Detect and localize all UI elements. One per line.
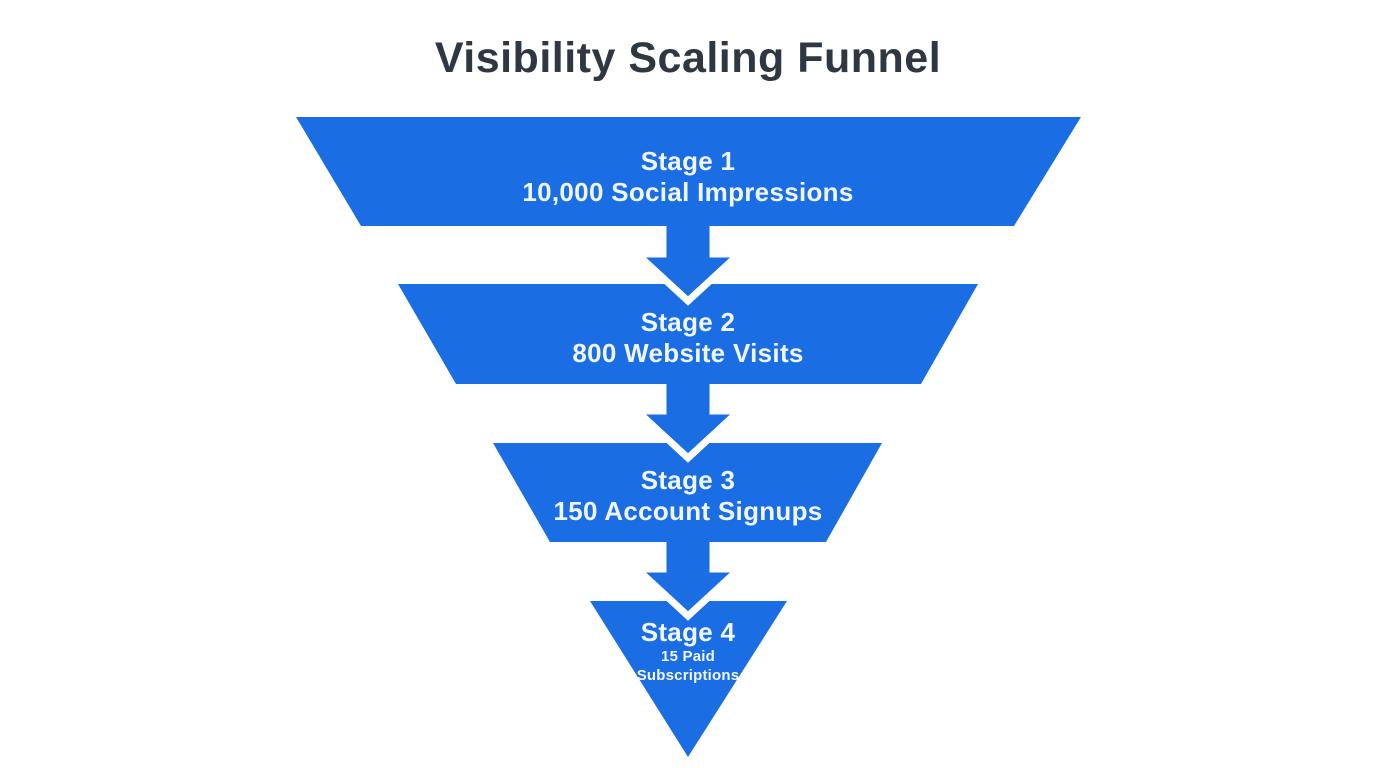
stage-3-label: Stage 3 — [640, 465, 736, 495]
stage-4-label: Stage 4 — [640, 617, 736, 647]
stage-1-value: 10,000 Social Impressions — [522, 177, 854, 207]
stage-2-text: Stage 2 800 Website Visits — [0, 307, 1376, 369]
funnel-stage-4-shape — [590, 601, 787, 757]
stage-1-text: Stage 1 10,000 Social Impressions — [0, 146, 1376, 208]
stage-1-label: Stage 1 — [640, 146, 736, 176]
stage-2-value: 800 Website Visits — [572, 338, 804, 368]
funnel-stage-2-shape — [398, 284, 978, 384]
funnel-stage-3-shape — [493, 443, 882, 542]
page-title: Visibility Scaling Funnel — [434, 34, 942, 82]
stage-2-label: Stage 2 — [640, 307, 736, 337]
stage-3-text: Stage 3 150 Account Signups — [0, 465, 1376, 527]
stage-4-value-line1: 15 Paid — [661, 648, 715, 665]
funnel-stage-1-shape — [296, 117, 1081, 226]
stage-4-text: Stage 4 15 Paid Subscriptions — [0, 617, 1376, 685]
stage-3-value: 150 Account Signups — [553, 496, 823, 526]
stage-4-value-line2: Subscriptions — [636, 667, 740, 684]
